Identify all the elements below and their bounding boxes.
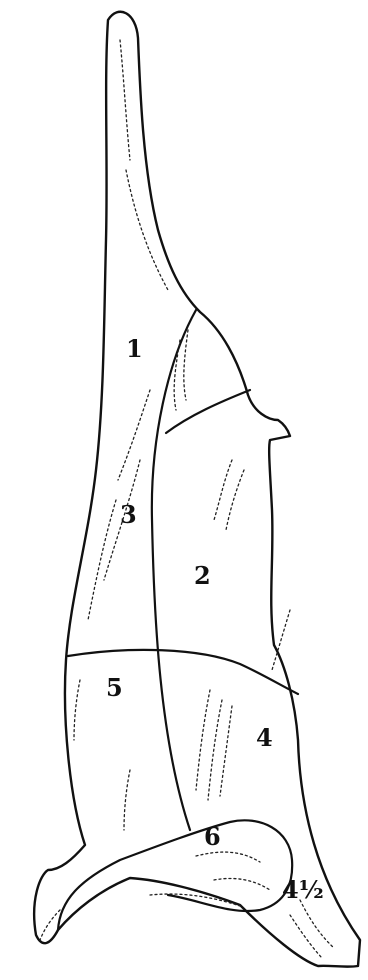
- label-region-4: 4: [256, 723, 273, 752]
- carcass-outline: [34, 12, 360, 967]
- label-region-5: 5: [106, 673, 123, 702]
- label-region-1: 1: [126, 334, 143, 363]
- label-region-6: 6: [204, 822, 221, 851]
- label-region-2: 2: [194, 561, 211, 590]
- label-region-4-1-2: 4½: [282, 875, 324, 904]
- label-region-3: 3: [120, 500, 137, 529]
